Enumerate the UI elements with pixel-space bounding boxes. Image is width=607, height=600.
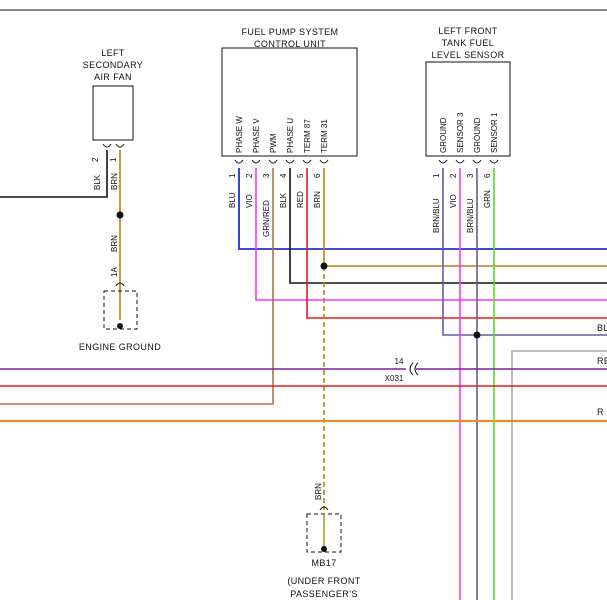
engine-ground-wire-brn: BRN — [110, 235, 119, 252]
sensor-wire-brn-blu-3: BRN/BLU — [466, 198, 475, 233]
edge-label-r: R — [597, 407, 604, 417]
wire-fpcu-grnred-tracer — [0, 168, 274, 405]
fpcu-pin-1: 1 — [228, 173, 237, 178]
wire-gray — [511, 350, 607, 600]
sensor-pin-terminals — [438, 159, 499, 164]
mb17-label-line-3: PASSENGER'S — [290, 589, 357, 599]
sensor-box — [425, 61, 511, 157]
edge-label-bl: BL — [597, 323, 607, 333]
fpcu-pinlabel-pwm: PWM — [269, 133, 278, 153]
fan-wire-blk: BLK — [93, 174, 102, 190]
left-secondary-air-fan: LEFT SECONDARY AIR FAN 2 1 BLK BRN — [83, 48, 143, 190]
sensor-pin-2: 2 — [449, 173, 458, 178]
engine-ground-pin: 1A — [110, 267, 119, 277]
connector-x031: 14 X031 — [385, 357, 419, 383]
edge-label-re: RE — [597, 356, 607, 366]
sensor-title-line-2: TANK FUEL — [442, 38, 494, 48]
splice-dot-fan — [116, 211, 124, 219]
fpcu-pin-2: 2 — [245, 173, 254, 178]
connector-x031-symbol — [409, 362, 419, 376]
engine-ground-terminal — [115, 282, 125, 287]
connector-x031-pin: 14 — [395, 357, 404, 366]
fpcu-pinlabel-phase-v: PHASE V — [252, 118, 261, 153]
fan-title-line-1: LEFT — [101, 48, 125, 58]
mb17-dot — [321, 546, 327, 552]
fpcu-wire-blk: BLK — [279, 192, 288, 208]
sensor-pin-6: 6 — [483, 173, 492, 178]
sensor-pinlabel-sensor-1: SENSOR 1 — [490, 112, 499, 153]
fpcu-wire-red: RED — [296, 191, 305, 208]
mb17-label-line-1: MB17 — [311, 558, 336, 568]
sensor-title-line-3: LEVEL SENSOR — [432, 50, 505, 60]
sensor-wire-grn: GRN — [483, 190, 492, 208]
fuel-level-sensor: LEFT FRONT TANK FUEL LEVEL SENSOR GROUND… — [425, 26, 511, 233]
mb17-label-line-2: (UNDER FRONT — [287, 576, 360, 586]
fpcu-pinlabel-term-31: TERM 31 — [320, 119, 329, 153]
fan-pin-2: 2 — [91, 157, 100, 162]
engine-ground-dashed-box — [103, 290, 138, 330]
fpcu-wire-blu: BLU — [228, 192, 237, 208]
wire-fan-blk — [0, 150, 108, 198]
sensor-wire-vio: VIO — [449, 194, 458, 208]
fpcu-wire-vio: VIO — [245, 194, 254, 208]
fan-title-line-2: SECONDARY — [83, 60, 143, 70]
engine-ground-label: ENGINE GROUND — [79, 342, 161, 352]
sensor-title-line-1: LEFT FRONT — [438, 26, 497, 36]
splice-dot-fpcu — [320, 262, 328, 270]
wire-fpcu-red — [306, 168, 607, 319]
sensor-wire-brn-blu-1: BRN/BLU — [432, 198, 441, 233]
splice-dot-sensor — [473, 331, 481, 339]
wire-fpcu-blu — [238, 168, 607, 250]
sensor-pinlabel-ground-3: GROUND — [473, 117, 482, 153]
fpcu-pinlabel-term-87: TERM 87 — [303, 119, 312, 153]
fpcu-box — [221, 47, 358, 157]
fan-wire-brn: BRN — [110, 173, 119, 190]
fpcu-wire-brn: BRN — [313, 191, 322, 208]
connector-x031-name: X031 — [385, 374, 404, 383]
fan-pin-1: 1 — [109, 157, 118, 162]
fpcu-pin-4: 4 — [279, 173, 288, 178]
engine-ground: BRN 1A ENGINE GROUND — [79, 235, 161, 352]
mb17-terminal — [319, 506, 329, 511]
fpcu-pinlabel-phase-u: PHASE U — [286, 118, 295, 153]
sensor-pin-3: 3 — [466, 173, 475, 178]
fan-title-line-3: AIR FAN — [94, 72, 132, 82]
sensor-pinlabel-ground-1: GROUND — [439, 117, 448, 153]
fpcu-title-line-2: CONTROL UNIT — [254, 39, 326, 49]
wire-fpcu-blk — [289, 168, 607, 284]
wire-sensor-brnblu-1 — [442, 168, 607, 336]
wire-fpcu-vio — [255, 168, 607, 301]
fpcu-wire-grn-red: GRN/RED — [262, 200, 271, 237]
sensor-pinlabel-sensor-3: SENSOR 3 — [456, 112, 465, 153]
fpcu-pinlabel-phase-w: PHASE W — [235, 116, 244, 153]
fuel-pump-control-unit: FUEL PUMP SYSTEM CONTROL UNIT PHASE W PH… — [221, 27, 358, 237]
fpcu-pin-6: 6 — [313, 173, 322, 178]
fpcu-pin-5: 5 — [296, 173, 305, 178]
sensor-pin-1: 1 — [432, 173, 441, 178]
fpcu-pin-3: 3 — [262, 173, 271, 178]
mb17-ground: BRN MB17 (UNDER FRONT PASSENGER'S — [287, 483, 360, 599]
fpcu-pin-terminals — [234, 159, 329, 164]
mb17-wire-brn: BRN — [314, 483, 323, 500]
fpcu-title-line-1: FUEL PUMP SYSTEM — [242, 27, 339, 37]
engine-ground-dot — [117, 323, 123, 329]
fan-box — [92, 85, 134, 141]
fan-pin-terminals — [102, 143, 125, 148]
